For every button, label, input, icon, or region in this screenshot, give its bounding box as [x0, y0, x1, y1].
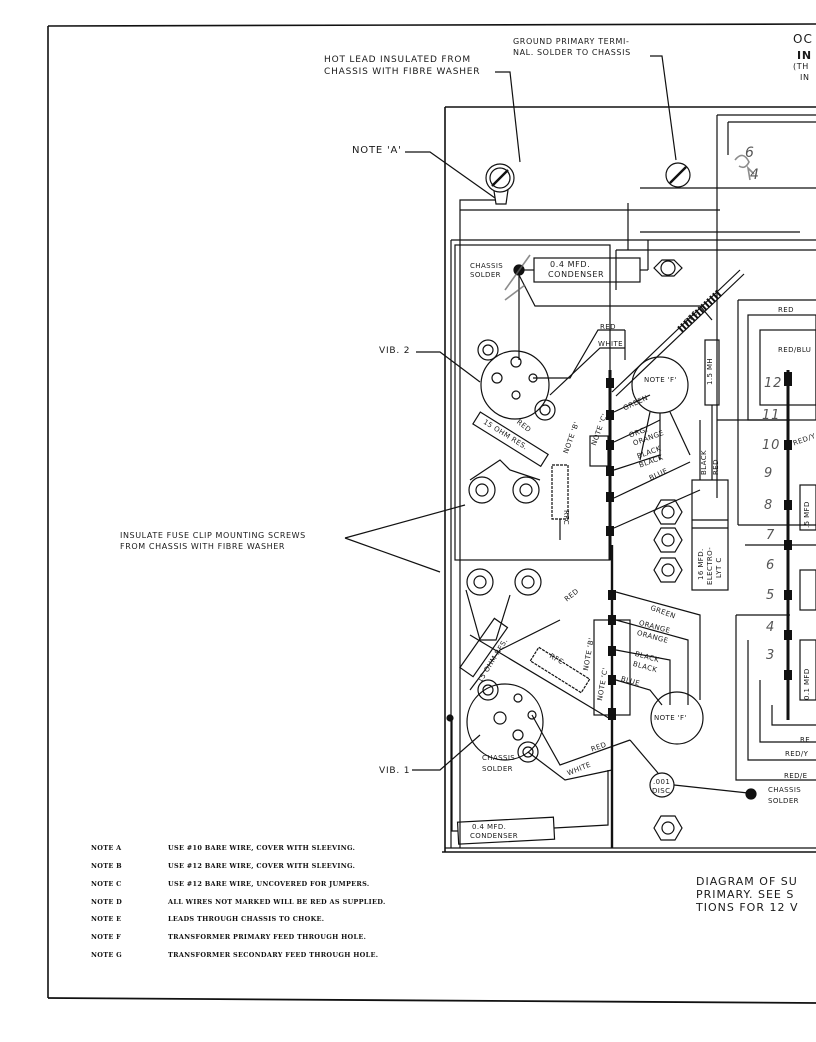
hand-number: 11: [762, 408, 781, 423]
hand-number: 10: [762, 438, 781, 453]
vib2-socket: [480, 350, 550, 420]
mfd-right-1: .5 MFD: [803, 501, 811, 528]
chassis-solder-br-1: CHASSIS: [768, 786, 802, 794]
title-line-4: IN: [800, 73, 810, 82]
chassis-solder-top-2: SOLDER: [470, 271, 501, 279]
wire-red-right: RED: [778, 306, 794, 314]
note-text: LEADS THROUGH CHASSIS TO CHOKE.: [168, 915, 325, 923]
hex-nut-column: [653, 499, 683, 841]
caption-line-2: PRIMARY. SEE S: [696, 888, 795, 901]
rfc-top-coil: [677, 289, 723, 333]
note-key: NOTE B: [91, 862, 122, 870]
disc-label-1: .001: [653, 778, 671, 786]
condenser-bottom-body: [456, 816, 556, 845]
note-text: USE #10 BARE WIRE, COVER WITH SLEEVING.: [168, 844, 356, 852]
chassis-solder-br-2: SOLDER: [768, 797, 799, 805]
mfd-right-2: 0.1 MFD: [803, 668, 811, 700]
electrolytic-3: LYT C: [715, 557, 723, 578]
res-top-body: [472, 411, 549, 468]
note-key: NOTE C: [91, 880, 122, 888]
wire-red-top: RED: [600, 323, 616, 331]
note-text: TRANSFORMER SECONDARY FEED THROUGH HOLE.: [168, 951, 379, 959]
electrolytic-1: 16 MFD.: [697, 548, 705, 580]
note-text: ALL WIRES NOT MARKED WILL BE RED AS SUPP…: [168, 898, 386, 906]
chassis-solder-bl-2: SOLDER: [482, 765, 513, 773]
hot-lead-callout-2: CHASSIS WITH FIBRE WASHER: [324, 67, 481, 77]
electrolytic-body: [691, 479, 729, 591]
fuse-clip-top: [468, 459, 541, 504]
condenser-top-2: CONDENSER: [548, 270, 605, 279]
hand-number: 4: [750, 167, 760, 183]
condenser-bottom-1: 0.4 MFD.: [472, 823, 507, 831]
note-key: NOTE G: [91, 951, 123, 959]
hot-lead-callout-1: HOT LEAD INSULATED FROM: [324, 55, 471, 65]
title-line-1: OC: [793, 32, 813, 46]
hand-number: 3: [766, 648, 776, 663]
caption-line-3: TIONS FOR 12 V: [696, 901, 799, 914]
res-bottom-body: [459, 617, 509, 678]
vib1-socket: [466, 683, 544, 761]
caption-line-1: DIAGRAM OF SU: [696, 875, 798, 888]
note-f-top-label: NOTE 'F': [644, 376, 677, 384]
note-key: NOTE F: [91, 933, 122, 941]
hand-number: 7: [766, 528, 776, 543]
rfc-mid-label: RFC: [562, 510, 570, 525]
ground-primary-callout-1: GROUND PRIMARY TERMI-: [513, 37, 630, 46]
chassis-solder-dot-right: [745, 788, 757, 800]
border-top: [47, 23, 816, 27]
electrolytic-2: ELECTRO-: [706, 546, 714, 585]
wire-red-y-right-bottom: RED/Y: [785, 750, 809, 758]
wire-red-e-right-bottom: RED/E: [784, 772, 808, 780]
hand-number: 12: [764, 376, 783, 391]
wire-red-vert: RED: [712, 459, 720, 475]
wire-red-blu-right: RED/BLU: [778, 346, 812, 354]
note-text: TRANSFORMER PRIMARY FEED THROUGH HOLE.: [168, 933, 367, 941]
hand-number: 6: [745, 145, 755, 161]
note-a-callout: NOTE 'A': [352, 145, 402, 156]
hand-number: 6: [766, 558, 776, 573]
title-line-3: (TH: [793, 62, 809, 71]
hot-lead-terminal: [485, 163, 515, 193]
wire-black-vert: BLACK: [700, 449, 708, 475]
wire-re-right-bottom: RE: [800, 736, 811, 744]
vib2-label: VIB. 2: [379, 346, 411, 356]
mh-label: 1.5 MH: [706, 357, 714, 385]
note-f-bottom-label: NOTE 'F': [654, 714, 687, 722]
chassis-solder-top-1: CHASSIS: [470, 262, 504, 270]
hand-number: 5: [766, 588, 776, 603]
condenser-top-1: 0.4 MFD.: [550, 260, 591, 269]
insulate-fuse-callout-1: INSULATE FUSE CLIP MOUNTING SCREWS: [120, 531, 306, 540]
ground-terminal: [665, 162, 691, 188]
note-text: USE #12 BARE WIRE, UNCOVERED FOR JUMPERS…: [168, 880, 370, 888]
condenser-bottom-2: CONDENSER: [470, 832, 519, 840]
insulate-fuse-callout-2: FROM CHASSIS WITH FIBRE WASHER: [120, 542, 286, 551]
fuse-clip-bottom: [465, 568, 542, 641]
hand-number: 4: [766, 620, 776, 635]
wire-white-top: WHITE: [598, 340, 623, 348]
note-key: NOTE E: [91, 915, 122, 923]
vib1-label: VIB. 1: [379, 766, 411, 776]
title-line-2: IN: [797, 49, 812, 62]
border-bottom: [47, 997, 816, 1004]
chassis-solder-bl-1: CHASSIS: [482, 754, 516, 762]
hand-number: 8: [764, 498, 774, 513]
note-key: NOTE D: [91, 898, 123, 906]
disc-label-2: DISC: [652, 787, 671, 795]
ground-primary-callout-2: NAL. SOLDER TO CHASSIS: [513, 48, 631, 57]
note-f-bottom-circle: [650, 691, 704, 745]
note-key: NOTE A: [91, 844, 122, 852]
rfc-bottom-coil: [529, 646, 591, 694]
hand-number: 9: [764, 466, 774, 481]
note-text: USE #12 BARE WIRE, COVER WITH SLEEVING.: [168, 862, 356, 870]
